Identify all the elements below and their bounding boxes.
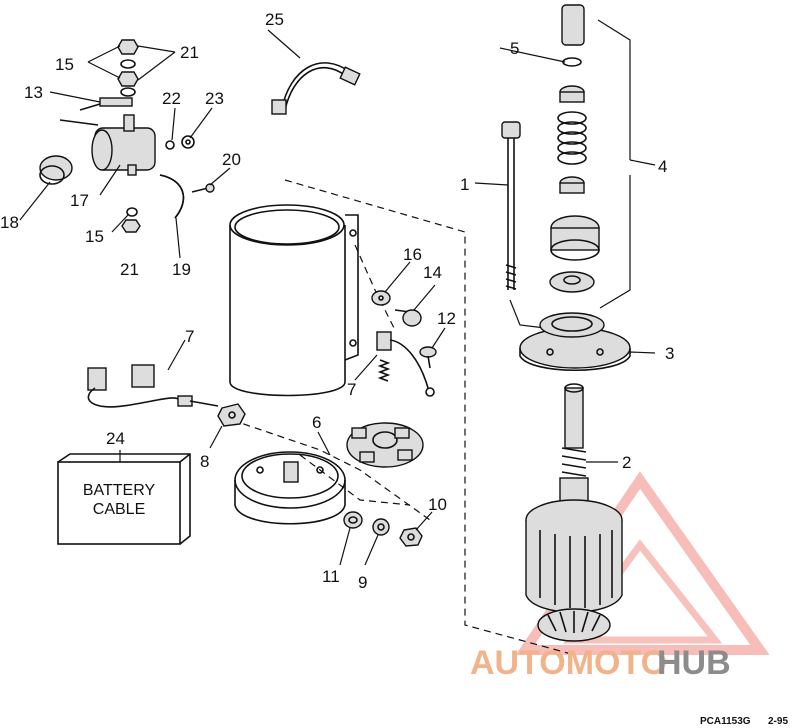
callout-10: 10: [428, 495, 447, 514]
part-10-nut: [399, 527, 423, 547]
callout-7-left: 7: [185, 327, 194, 346]
callout-8: 8: [200, 452, 209, 471]
part-18-boot: [39, 155, 73, 185]
part-19-strap: [159, 174, 185, 219]
part-endcap: [234, 451, 346, 525]
figure-code: PCA1153G: [700, 716, 751, 727]
callout-9: 9: [358, 573, 367, 592]
callout-15-bottom: 15: [85, 227, 104, 246]
part-22-23-washers: [165, 135, 195, 150]
part-16-washer: [371, 290, 391, 306]
dashed-line-frame-to-armature: [284, 179, 576, 656]
part-7-brush-leads: [87, 364, 219, 408]
battery-cable-line1: BATTERY: [83, 482, 156, 499]
part-7-brush-right: [376, 331, 435, 397]
watermark-brand-part1: AUTOMOTO: [470, 644, 667, 682]
callout-1: 1: [460, 175, 469, 194]
callout-7-right: 7: [347, 380, 356, 399]
dashed-line-endcap: [231, 419, 431, 521]
leader-lines: [19, 19, 656, 566]
callout-25: 25: [265, 10, 284, 29]
callout-23: 23: [205, 89, 224, 108]
callout-2: 2: [622, 453, 631, 472]
part-12-screw: [419, 346, 437, 369]
part-3-drive-end-head: [519, 312, 631, 372]
part-20-screw: [191, 183, 215, 193]
part-2-armature: [525, 383, 623, 642]
part-4-drive-stack: [549, 4, 600, 293]
part-15-21-lower-nuts: [121, 207, 141, 233]
battery-cable-line2: CABLE: [93, 501, 145, 518]
callout-13: 13: [24, 83, 43, 102]
part-9-washer: [372, 518, 390, 536]
part-8-insulator: [217, 403, 246, 427]
callout-17: 17: [70, 191, 89, 210]
part-21-nuts-top: [117, 39, 139, 97]
callout-16: 16: [403, 245, 422, 264]
callout-12: 12: [437, 309, 456, 328]
callout-24: 24: [106, 429, 125, 448]
callout-18: 18: [0, 213, 19, 232]
callout-15-top: 15: [55, 55, 74, 74]
callout-5: 5: [510, 39, 519, 58]
part-6-brush-holder: [346, 422, 424, 468]
callout-labels: 1 2 3 4 5 6 7 7 8 9 10 11 12 13 14 15 15…: [0, 10, 674, 592]
callout-14: 14: [423, 263, 442, 282]
callout-20: 20: [222, 150, 241, 169]
callout-22: 22: [162, 89, 181, 108]
callout-19: 19: [172, 260, 191, 279]
callout-11: 11: [322, 567, 340, 586]
callout-21-top: 21: [180, 43, 199, 62]
callout-4: 4: [658, 157, 667, 176]
thru-bolt-connector: [509, 299, 546, 329]
starter-frame: [229, 204, 359, 397]
watermark-brand-part2: HUB: [657, 644, 731, 682]
callout-3: 3: [665, 344, 674, 363]
part-1-thru-bolt: [501, 121, 521, 290]
callout-6: 6: [312, 413, 321, 432]
callout-21-bottom: 21: [120, 260, 139, 279]
part-17-solenoid: [59, 114, 156, 176]
part-25-cable: [271, 62, 361, 115]
dashed-line-frame-stud: [354, 244, 396, 331]
figure-date: 2-95: [768, 716, 788, 727]
part-14-bolt: [394, 309, 422, 327]
dashed-line-brush: [299, 454, 411, 506]
battery-cable-label: BATTERY CABLE: [57, 453, 191, 545]
part-11-insulator: [343, 511, 363, 529]
